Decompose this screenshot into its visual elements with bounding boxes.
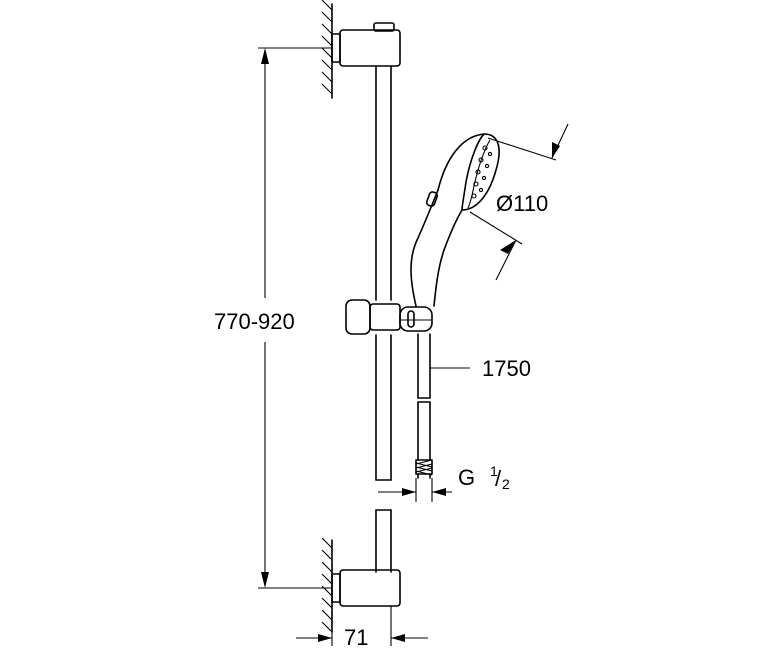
diameter-label: Ø110 [496, 191, 548, 216]
height-dimension [258, 47, 332, 589]
wall-distance-label: 71 [344, 625, 368, 650]
hose [415, 333, 433, 479]
thread-denominator: 2 [502, 476, 510, 492]
handshower [410, 133, 500, 307]
thread-slash: / [495, 466, 502, 491]
thread-dimension [378, 478, 452, 502]
wall-distance-dimension [296, 606, 428, 646]
top-wall [321, 0, 333, 99]
rail-lower [375, 509, 392, 573]
bottom-wall [321, 537, 333, 633]
height-range-label: 770-920 [214, 309, 295, 334]
thread-label: G [458, 465, 475, 490]
bottom-bracket [331, 569, 401, 607]
diameter-dimension [469, 123, 569, 281]
thread-main: G [458, 465, 475, 490]
thread-numerator: 1 [490, 463, 498, 479]
slider-holder [345, 299, 433, 335]
hose-length-label: 1750 [482, 356, 531, 381]
top-bracket [331, 22, 401, 67]
rail-upper [375, 65, 392, 481]
